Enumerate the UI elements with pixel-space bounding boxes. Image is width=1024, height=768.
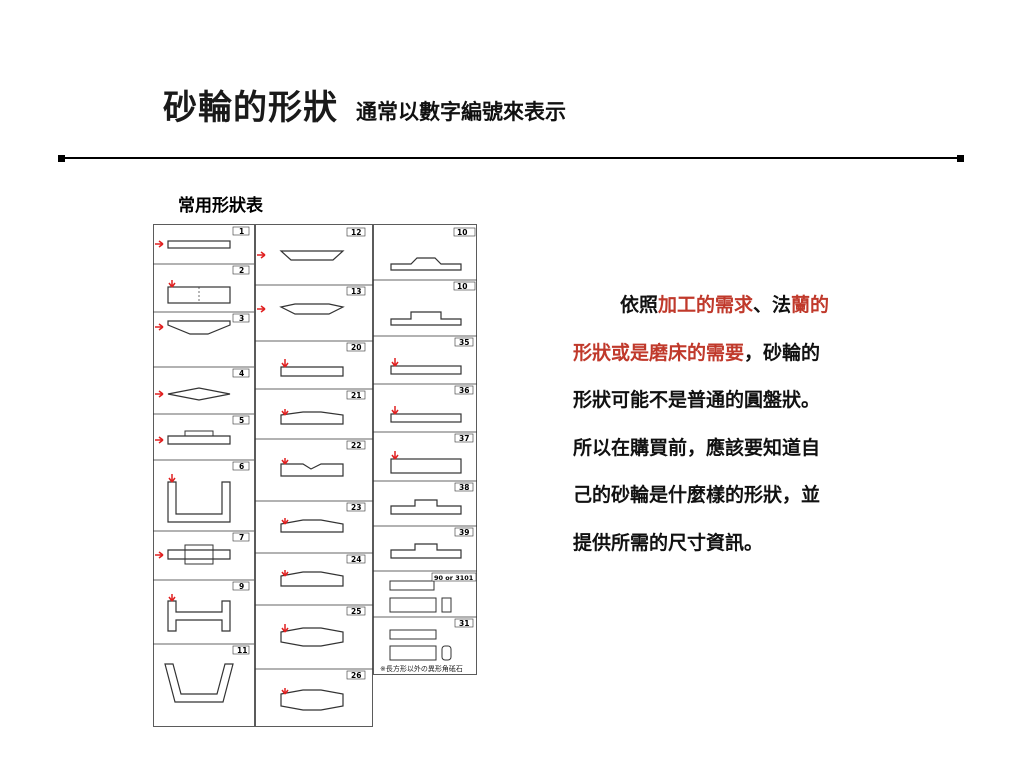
page-subtitle: 通常以數字編號來表示: [356, 100, 566, 124]
shape-number: 1: [239, 227, 244, 236]
shape-number: 26: [351, 671, 361, 680]
divider-line: [60, 157, 963, 159]
table-footnote: ※長方形以外の異形角砥石: [380, 665, 463, 673]
shape-number: 22: [351, 441, 361, 450]
shape-number: 39: [459, 528, 469, 537]
paragraph-line-5: 己的砂輪是什麼樣的形狀，並: [573, 484, 821, 506]
paragraph-line-1: 依照加工的需求、法蘭的: [620, 294, 830, 316]
shape-number: 7: [239, 533, 244, 542]
shape-number: 37: [459, 434, 469, 443]
shape-number: 3: [239, 314, 244, 323]
shape-number: 5: [239, 416, 244, 425]
shape-number: 21: [351, 391, 361, 400]
shape-number: 35: [459, 338, 469, 347]
table-caption: 常用形狀表: [178, 196, 263, 216]
shape-number: 20: [351, 343, 361, 352]
shape-number: 6: [239, 462, 244, 471]
paragraph-line-4: 所以在購買前，應該要知道自: [573, 436, 821, 459]
description-paragraph: 依照加工的需求、法蘭的 形狀或是磨床的需要，砂輪的 形狀可能不是普通的圓盤狀。 …: [573, 282, 873, 567]
col1-numbers: 1 2 3 4 5 6 7 9 11: [232, 226, 250, 655]
paragraph-line-6: 提供所需的尺寸資訊。: [573, 531, 764, 554]
red-arrow-markers: [155, 240, 399, 695]
col3-numbers: 10 10 35 36 37 38 39 90 or 3101 31: [431, 227, 477, 628]
shape-number: 24: [351, 555, 361, 564]
column-1-frame: [153, 224, 255, 727]
title-area: 砂輪的形狀 通常以數字編號來表示: [163, 80, 566, 129]
shape-number: 13: [351, 287, 361, 296]
shape-number: 38: [459, 483, 469, 492]
divider-right-end: [957, 155, 964, 162]
shape-number: 90 or 3101: [434, 574, 474, 582]
shape-number: 9: [239, 582, 244, 591]
paragraph-line-3: 形狀可能不是普通的圓盤狀。: [573, 389, 821, 411]
column-3-frame: [373, 224, 477, 675]
col2-numbers: 12 13 20 21 22 23 24 25 26: [346, 227, 366, 680]
shape-table-diagram: 1 2 3 4 5 6 7 9 11 12 13 20 21: [153, 224, 477, 727]
shape-number: 2: [239, 266, 244, 275]
shape-number: 4: [239, 369, 244, 378]
shape-number: 23: [351, 503, 361, 512]
shape-number: 25: [351, 607, 361, 616]
column-2-frame: [255, 224, 373, 727]
shape-number: 12: [351, 228, 361, 237]
shape-number: 31: [459, 619, 469, 628]
shape-number: 36: [459, 386, 469, 395]
page-title: 砂輪的形狀: [163, 88, 338, 128]
shape-number: 10: [457, 228, 467, 237]
paragraph-line-2: 形狀或是磨床的需要，砂輪的: [573, 341, 821, 364]
divider-left-end: [58, 155, 65, 162]
shape-number: 11: [237, 646, 247, 655]
shape-number: 10: [457, 282, 467, 291]
